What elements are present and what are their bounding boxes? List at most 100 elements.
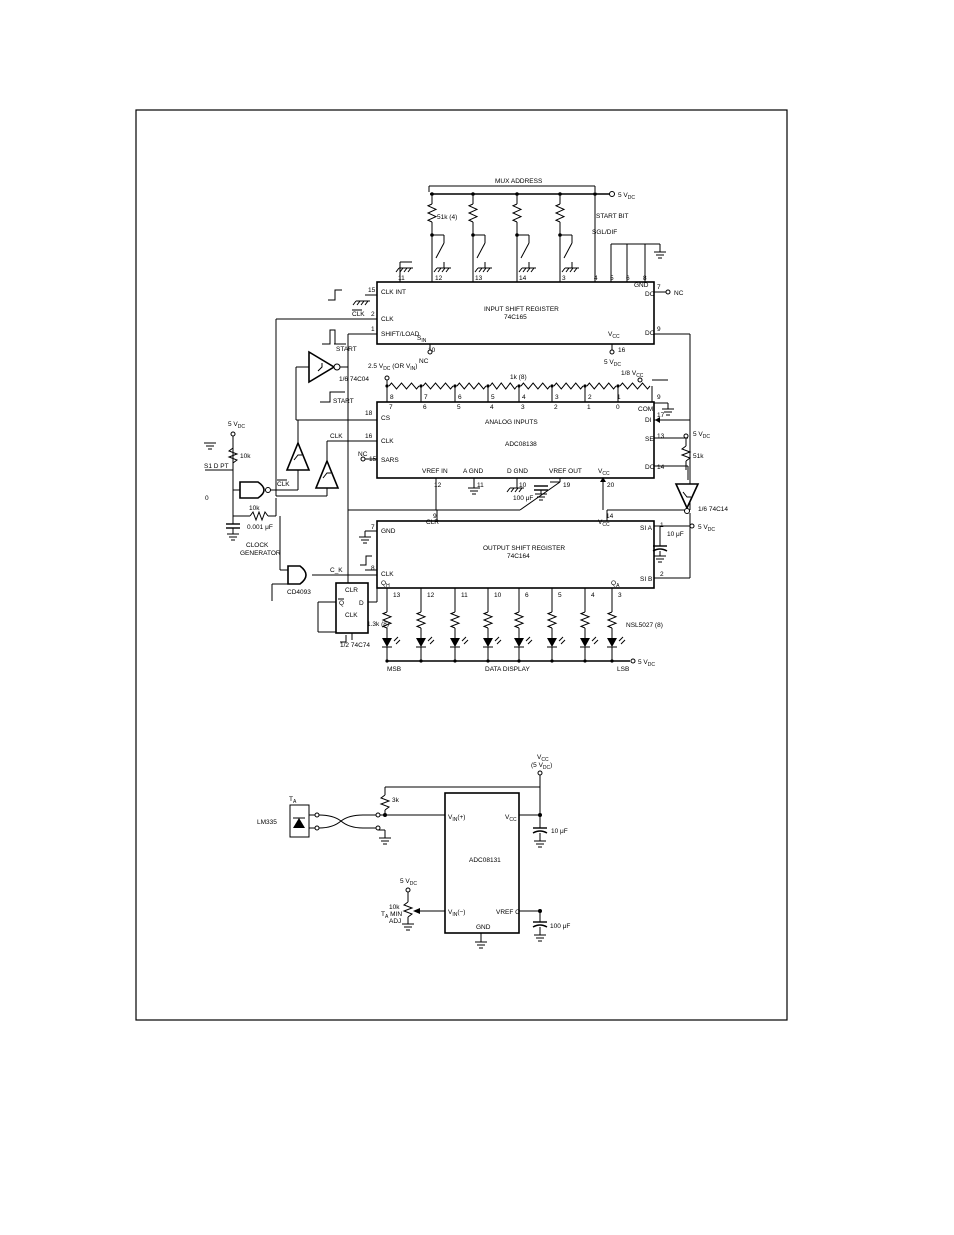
adc-channel-pin: 8	[390, 394, 394, 401]
osr-clr: CLR	[426, 519, 439, 526]
adc-cap-100uf: 100 μF	[513, 495, 533, 502]
osr-output-pin: 4	[591, 592, 595, 599]
adc-d-gnd: D GND	[507, 468, 528, 475]
adc-part: ADC08138	[505, 441, 537, 448]
isr-clk: CLK	[381, 316, 394, 323]
gen-res-label: 10k	[249, 505, 260, 512]
led-res-label: 1.3k (8)	[367, 621, 389, 628]
output-shift-register: OUTPUT SHIFT REGISTER 74C164 GND CLR CLK…	[348, 509, 715, 599]
cd4093-label: CD4093	[287, 589, 311, 596]
adc-channel-pin: 7	[424, 394, 428, 401]
isr-vcc: VCC	[608, 331, 620, 340]
pot-adj-label: ADJ	[389, 918, 401, 925]
analog-channel-number: 3	[521, 404, 525, 411]
hex-inverter-label: 1/6 74C14	[698, 506, 728, 513]
mux-switch	[426, 192, 452, 282]
adc-cs: CS	[381, 415, 391, 422]
isr-nc-right: NC	[674, 290, 684, 297]
data-display-labels: 5 VDC MSB LSB DATA DISPLAY 1.3k (8) NSL5…	[367, 621, 663, 673]
analog-channel-number: 6	[423, 404, 427, 411]
data-display-leds	[381, 588, 626, 663]
adc-channel-pin: 1	[617, 394, 621, 401]
inverter-label: 1/6 74C04	[339, 376, 369, 383]
clk-label-adc: CLK	[330, 433, 343, 440]
ff-clk: CLK	[345, 612, 358, 619]
adc-pin: 20	[607, 482, 615, 489]
isr-shift-load: SHIFT/LOAD	[381, 331, 420, 338]
adc-vref-out: VREF OUT	[549, 468, 582, 475]
osr-pin: 14	[606, 513, 614, 520]
clock-gen-title2: GENERATOR	[240, 550, 281, 557]
osr-output-pin: 3	[618, 592, 622, 599]
isr-do: DO	[645, 330, 655, 337]
adc-com: COM	[638, 406, 653, 413]
adc08131-vref: VREF C	[496, 909, 520, 916]
data-display-title: DATA DISPLAY	[485, 666, 530, 673]
osr-output-pin: 5	[558, 592, 562, 599]
osr-output-pin: 6	[525, 592, 529, 599]
gen-pullup-label: 10k	[240, 453, 251, 460]
isr-pin: 9	[657, 326, 661, 333]
osr-5v: 5 VDC	[698, 524, 715, 533]
adc-pin: 16	[365, 433, 373, 440]
osr-title: OUTPUT SHIFT REGISTER	[483, 545, 565, 552]
led-channel	[546, 588, 566, 663]
isr-do-bar: DO	[645, 291, 655, 298]
mux-switch	[554, 192, 580, 282]
adc-a-gnd: A GND	[463, 468, 484, 475]
led-channel	[449, 588, 469, 663]
osr-output-pin: 10	[494, 592, 502, 599]
right-side-network: 5 VDC 51k 1/6 74C14	[654, 333, 728, 578]
isr-pin: 15	[368, 287, 376, 294]
gen-vcc: 5 VDC	[228, 421, 245, 430]
isr-gnd: GND	[634, 282, 649, 289]
zero-label: 0	[205, 495, 209, 502]
osr-pin: 2	[660, 571, 664, 578]
adc08131-circuit: ADC08131 VIN(+) VIN(−) VCC VREF C GND VC…	[257, 754, 570, 949]
lm335-label: LM335	[257, 819, 277, 826]
pot-vcc-label: 5 VDC	[400, 878, 417, 887]
resistor-ladder	[384, 375, 668, 402]
lsb-label: LSB	[617, 666, 629, 673]
led-part-label: NSL5027 (8)	[626, 622, 663, 629]
se-5v: 5 VDC	[693, 431, 710, 440]
se-pullup-label: 51k	[693, 453, 704, 460]
adc-channel-pin: 5	[491, 394, 495, 401]
led-5v: 5 VDC	[638, 659, 655, 668]
osr-clk: CLK	[381, 571, 394, 578]
osr-si-b: SI B	[640, 576, 652, 583]
adc-pin: 14	[657, 464, 665, 471]
adc-ref-label: 2.5 VDC (OR VIN)	[368, 363, 417, 372]
adc-pin: 17	[657, 412, 665, 419]
clk-bar-label-gen: CLK	[277, 481, 290, 488]
isr-pin: 11	[398, 275, 405, 282]
isr-pin: 13	[475, 275, 483, 282]
analog-channel-number: 1	[587, 404, 591, 411]
isr-pin: 6	[626, 275, 630, 282]
ck-label: C_K	[330, 567, 343, 574]
led-channel	[579, 588, 599, 663]
vcc-top-label: VCC	[537, 754, 549, 763]
bottom-r3k-label: 3k	[392, 797, 400, 804]
adc-di: DI	[645, 417, 652, 424]
adc-vcc: VCC	[598, 468, 610, 477]
osr-output-pin: 12	[427, 592, 435, 599]
msb-label: MSB	[387, 666, 401, 673]
adc-pin: 18	[365, 410, 373, 417]
input-shift-register: INPUT SHIFT REGISTER 74C165 CLK INT CLK …	[328, 243, 684, 368]
isr-clk-int: CLK INT	[381, 289, 406, 296]
osr-pin: 8	[371, 565, 375, 572]
clock-gen-title: CLOCK	[246, 542, 269, 549]
adc-pin: 9	[657, 394, 661, 401]
mux-address-bus: MUX ADDRESS 5 VDC 51k (4) START BIT SGL/…	[428, 178, 635, 236]
ff-clr: CLR	[345, 587, 358, 594]
ta-label: TA	[289, 796, 297, 805]
isr-pin: 2	[371, 311, 375, 318]
pot-10k-label: 10k	[389, 904, 400, 911]
led-channel	[606, 588, 626, 663]
analog-channel-number: 7	[389, 404, 393, 411]
isr-pin: 3	[562, 275, 566, 282]
